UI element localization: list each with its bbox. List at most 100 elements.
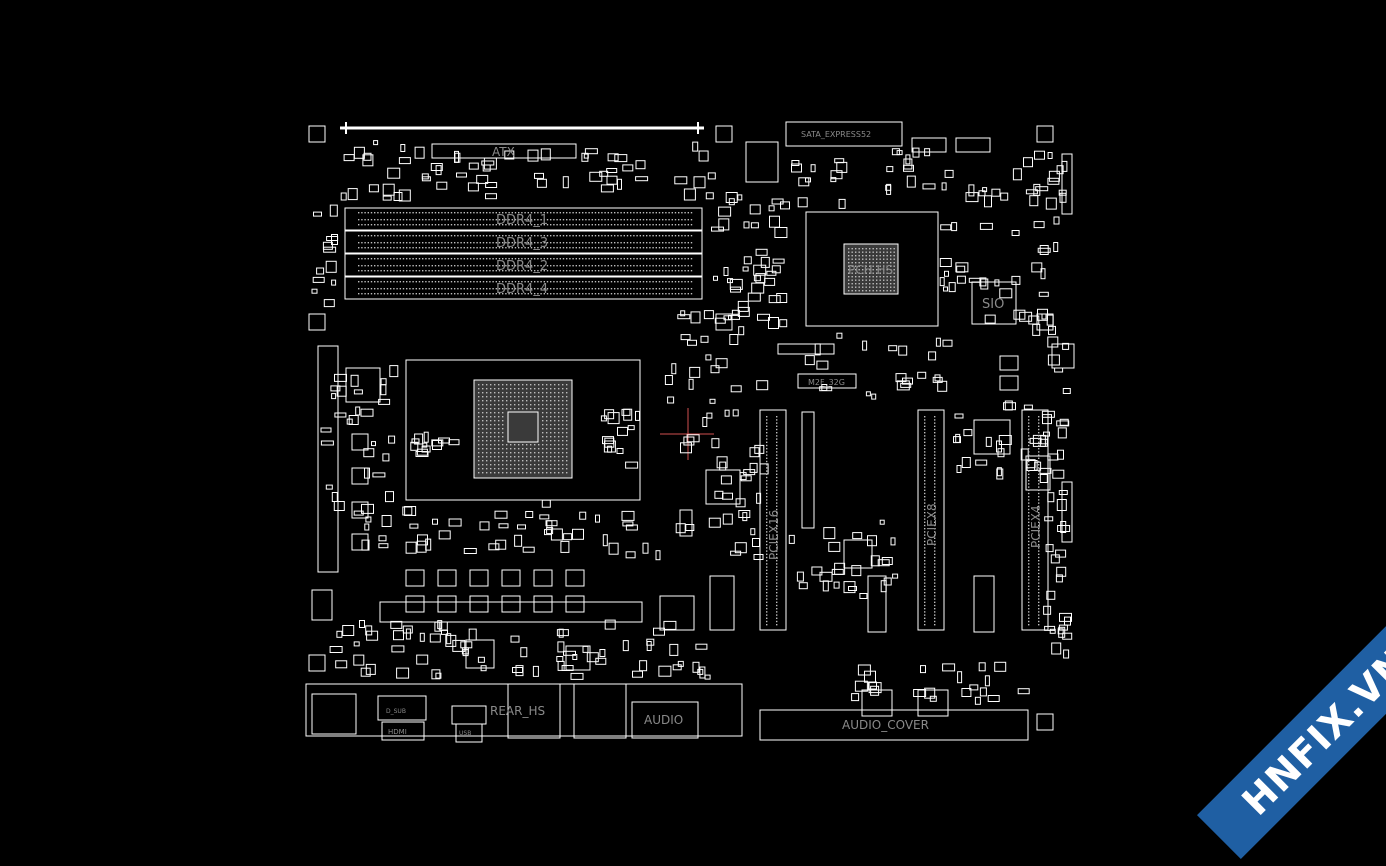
component-pad (953, 436, 961, 444)
pin (1038, 614, 1040, 616)
pin (684, 270, 686, 272)
pin (506, 464, 508, 466)
pin (776, 550, 778, 552)
pin (370, 265, 373, 267)
pin (530, 265, 533, 267)
pin (380, 224, 382, 226)
component-pad (311, 288, 318, 294)
pin (377, 265, 379, 267)
component-pad (409, 523, 419, 529)
pin (522, 388, 524, 390)
component-pad (382, 453, 390, 462)
pin (1028, 457, 1030, 459)
pin (604, 265, 606, 267)
pin (934, 460, 936, 463)
pin (879, 286, 881, 288)
component-pad (867, 535, 877, 547)
component-pad (759, 463, 769, 475)
pin (530, 472, 532, 474)
pin (441, 247, 443, 249)
pin (1028, 480, 1030, 482)
pin (447, 258, 449, 260)
component-pad (955, 433, 961, 443)
pin (678, 247, 680, 249)
lan-port (507, 683, 561, 739)
component-pad (476, 174, 489, 184)
pin (502, 412, 504, 414)
component-pad (325, 484, 333, 490)
pin (518, 219, 520, 221)
pin (872, 279, 874, 281)
pin (510, 384, 512, 386)
pin (438, 242, 440, 244)
pin (412, 212, 414, 214)
component-pad (540, 148, 551, 161)
pin (924, 425, 926, 427)
pin (766, 502, 768, 504)
pin (855, 276, 857, 278)
pin (534, 468, 536, 470)
component-pad (463, 548, 477, 554)
pin (558, 384, 560, 386)
component-pad (680, 442, 692, 454)
pin (460, 258, 462, 260)
pin (494, 452, 496, 454)
pin (558, 396, 560, 398)
pin (502, 247, 504, 249)
pin (671, 258, 673, 260)
pin (393, 212, 395, 214)
pin (934, 464, 936, 466)
pin (438, 281, 440, 283)
pin (684, 219, 686, 221)
pin (639, 235, 641, 237)
pin (1028, 576, 1030, 578)
pin (924, 483, 926, 485)
pin (478, 468, 480, 470)
pin (518, 281, 520, 283)
pin (662, 265, 664, 267)
pin (934, 470, 936, 472)
pin (524, 265, 526, 267)
pin (620, 281, 622, 283)
component-pad (961, 457, 971, 468)
pin (678, 288, 680, 290)
pin (534, 219, 536, 221)
pin (934, 531, 936, 533)
pciex16-slot (759, 409, 787, 631)
pin (466, 265, 469, 267)
component-pad (935, 337, 941, 347)
component-pad (996, 468, 1004, 480)
pin (542, 424, 544, 426)
pin (1038, 486, 1040, 488)
pin (492, 212, 494, 214)
pin (425, 212, 427, 214)
pin (543, 235, 545, 237)
pin (538, 404, 540, 406)
pin (934, 521, 936, 523)
component-pad (979, 687, 987, 697)
component-pad (1049, 628, 1056, 634)
pin (490, 396, 492, 398)
pin (1038, 515, 1040, 517)
component-pad (750, 528, 756, 536)
pin (482, 265, 485, 267)
pin (537, 212, 539, 214)
component-pad (1058, 189, 1067, 196)
pin (554, 452, 556, 454)
pin (396, 235, 398, 237)
pin (869, 290, 871, 292)
pin (538, 396, 540, 398)
pin (598, 281, 600, 283)
pin (478, 444, 480, 446)
pin (454, 235, 456, 237)
component-pad (599, 649, 606, 657)
pin (486, 432, 488, 434)
pin (934, 617, 936, 619)
pin (934, 454, 936, 456)
pin (886, 272, 888, 274)
component-pad (405, 628, 411, 640)
pin (668, 224, 670, 226)
m2-connector (777, 343, 835, 355)
pin (566, 219, 568, 221)
pin (934, 483, 936, 485)
